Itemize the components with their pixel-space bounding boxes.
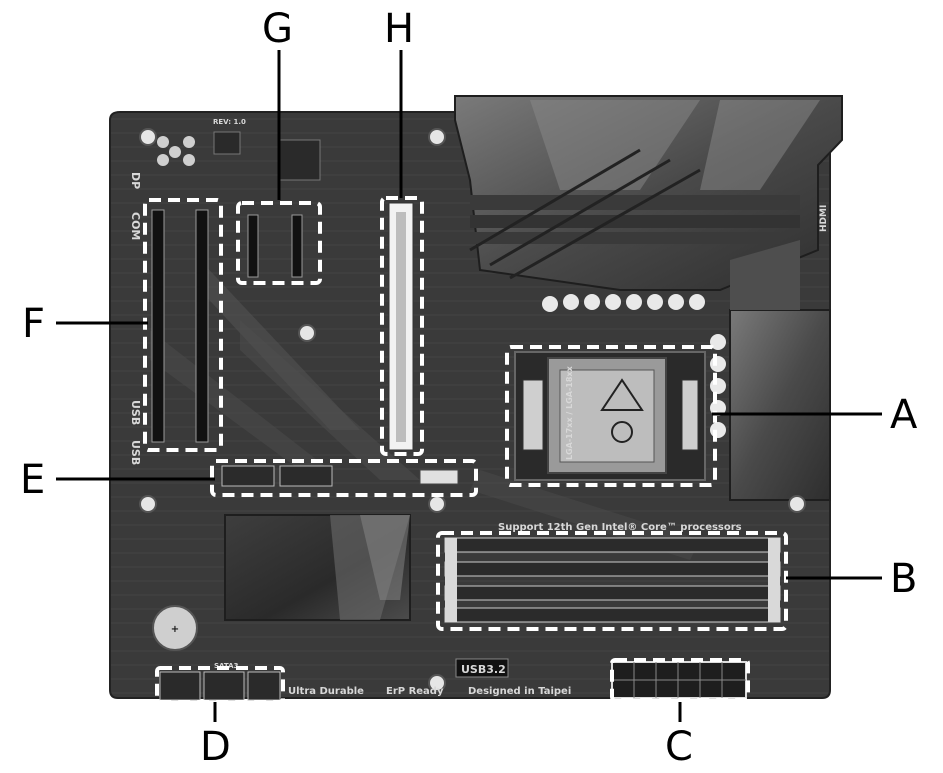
cpu-socket — [514, 351, 706, 481]
sata-ports — [159, 671, 281, 701]
socket-label: LGA-17xx / LGA-18xx — [565, 365, 574, 460]
region-f-pcie-x1-slots — [143, 198, 223, 452]
m2-slots — [221, 465, 459, 487]
io-usb-label-2: USB — [129, 440, 142, 465]
io-shroud-heatsink — [454, 95, 843, 291]
pcie-x1-slots — [151, 209, 209, 443]
chipset-heatsink — [224, 514, 411, 621]
svg-text:+: + — [171, 624, 179, 635]
region-b-memory-slots — [436, 531, 788, 631]
region-a-cpu-socket — [505, 345, 717, 487]
io-usb-label-1: USB — [129, 400, 142, 425]
atx-24pin-connector — [611, 661, 747, 699]
callout-e: E — [20, 457, 45, 503]
small-slots-g — [247, 214, 303, 278]
io-hdmi-label: HDMI — [819, 205, 829, 232]
pcie-x16-slot — [388, 202, 414, 451]
region-h-pcie-x16-slot — [380, 196, 424, 456]
callout-g: G — [262, 6, 293, 52]
callout-c: C — [665, 724, 693, 770]
cmos-battery: + — [152, 605, 198, 651]
region-d-sata-ports — [155, 666, 285, 704]
mounting-holes — [139, 128, 806, 692]
io-dp-label: DP — [129, 172, 142, 189]
region-e-m2-slots — [210, 459, 478, 497]
vrm-heatsink — [729, 240, 831, 501]
ultra-durable-text: Ultra Durable — [288, 686, 364, 697]
usb32-badge: USB3.2 — [461, 663, 506, 676]
region-c-atx-power — [610, 658, 750, 702]
callout-a: A — [890, 392, 918, 438]
erp-ready-text: ErP Ready — [386, 686, 444, 697]
callout-h: H — [384, 6, 414, 52]
super-io-chip — [213, 131, 321, 181]
region-g-small-slots — [236, 201, 322, 285]
processor-support-text: Support 12th Gen Intel® Core™ processors — [498, 522, 742, 533]
callout-d: D — [200, 724, 231, 770]
designed-in-text: Designed in Taipei — [468, 686, 571, 697]
callout-b: B — [890, 556, 917, 602]
rev-text: REV: 1.0 — [213, 118, 246, 126]
io-com-label: COM — [129, 212, 142, 240]
capacitors — [157, 136, 195, 166]
dimm-slots — [444, 537, 781, 623]
callout-f: F — [22, 301, 45, 347]
